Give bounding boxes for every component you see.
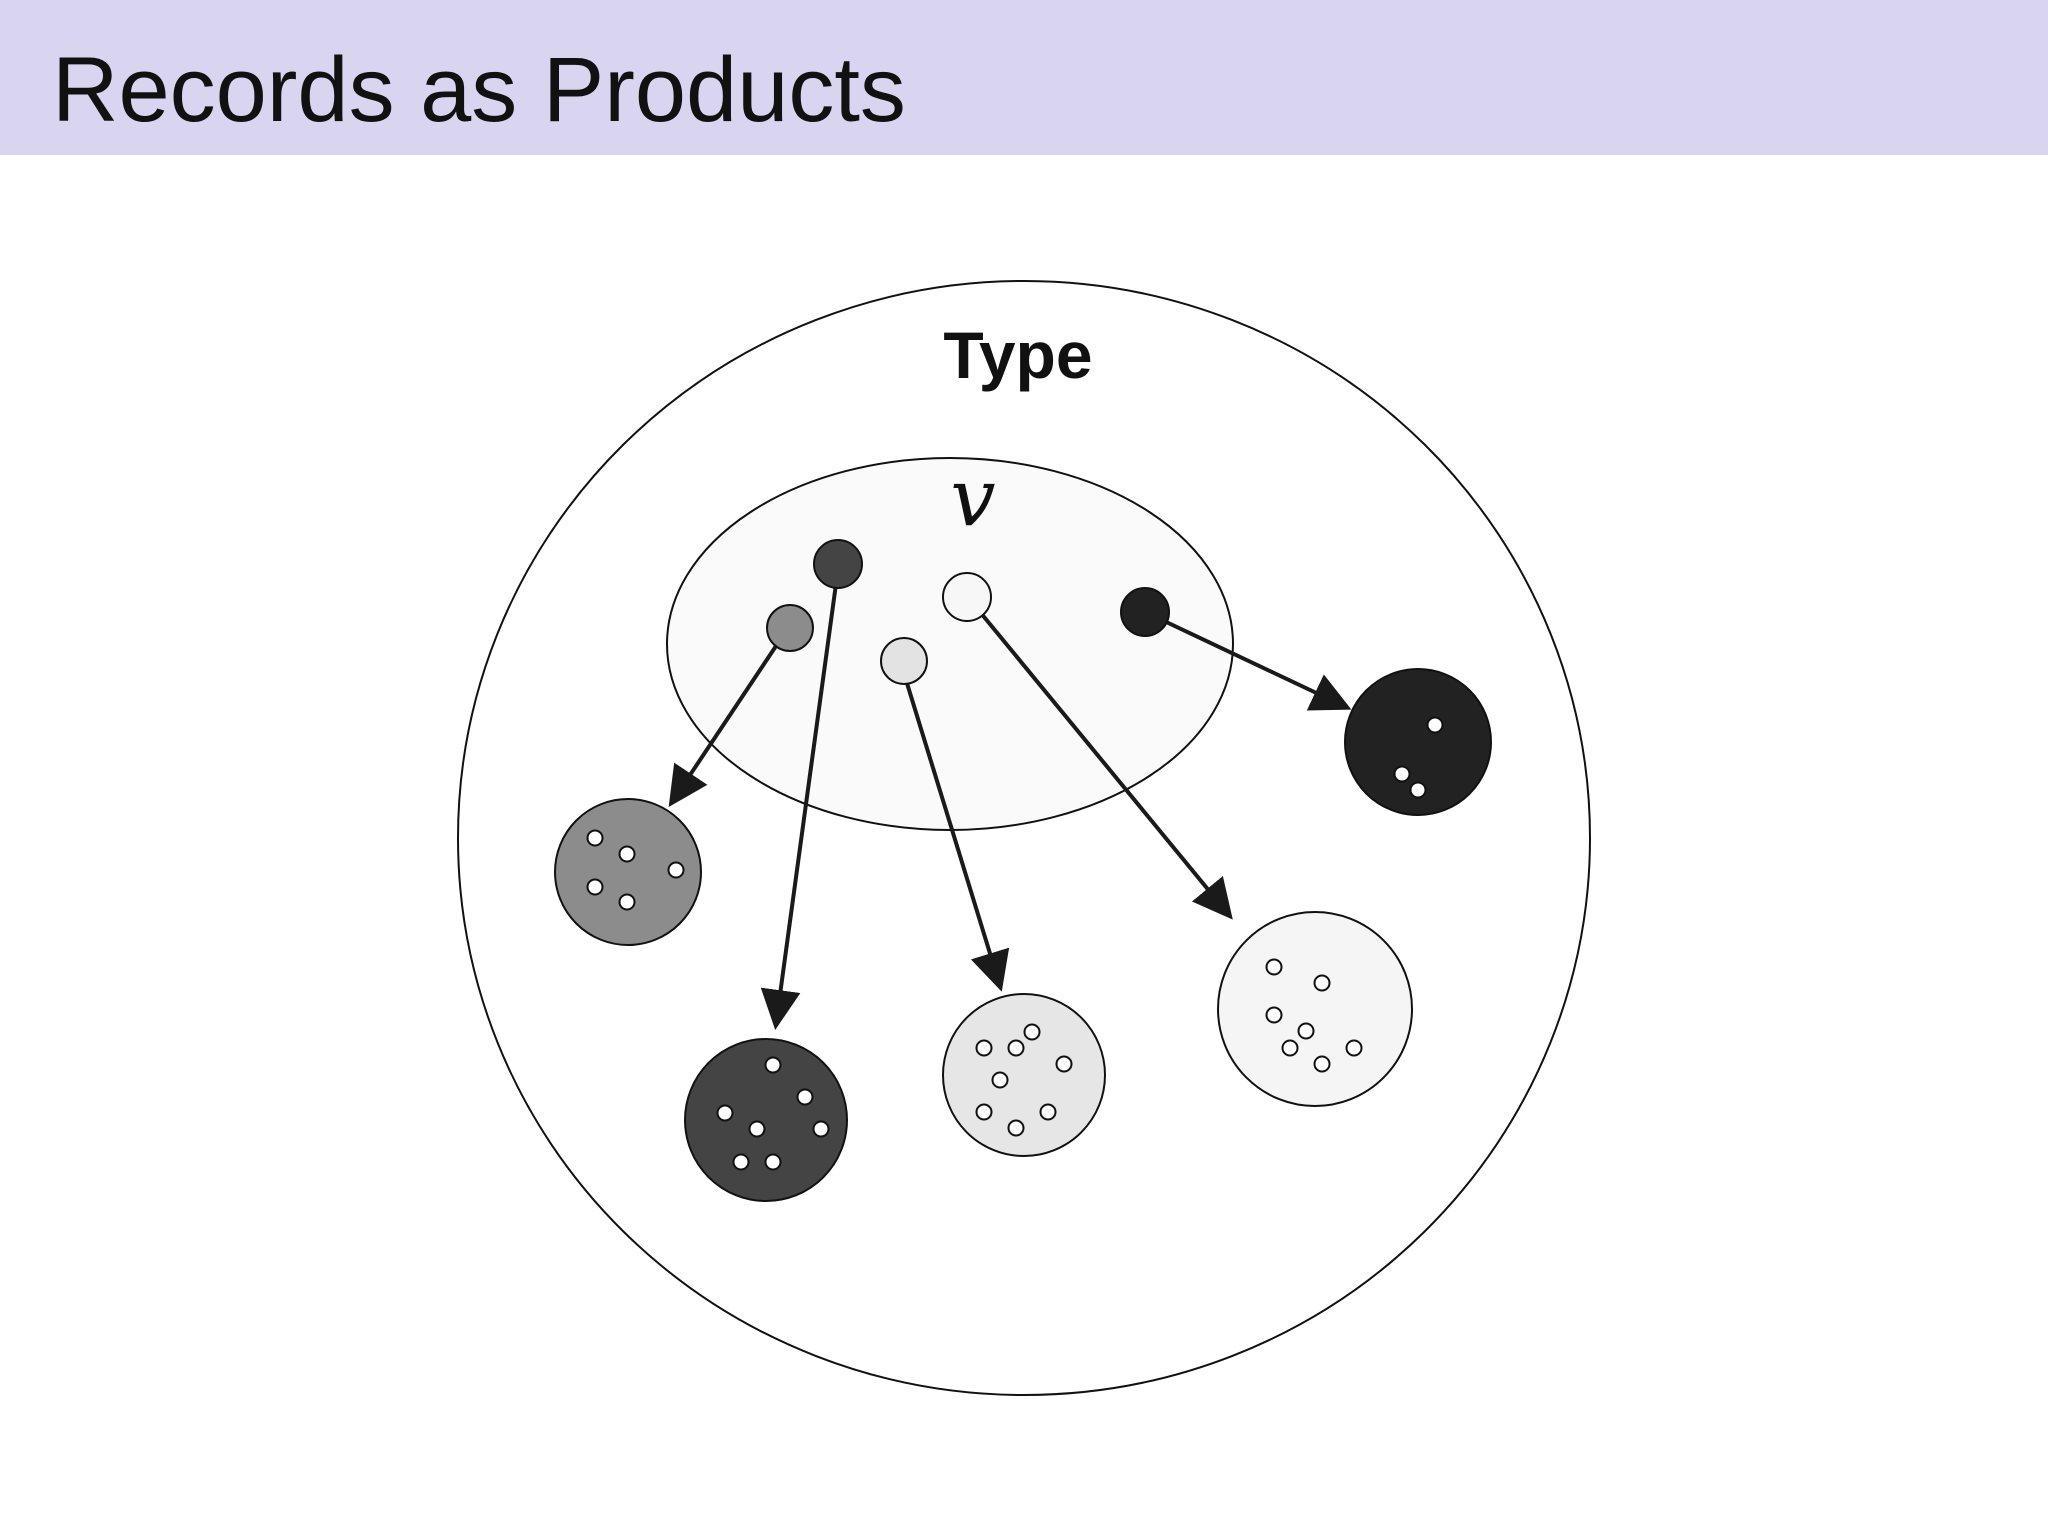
source-elements [766, 539, 1170, 685]
member-dot [1426, 716, 1444, 734]
arrow-light-gray [904, 679, 1010, 992]
target-circle [684, 1038, 848, 1202]
target-set-white [1217, 911, 1413, 1107]
mapping-arrows [668, 583, 1352, 1030]
title-bar: Records as Products [0, 0, 2048, 155]
member-dot [991, 1071, 1009, 1089]
member-dot [1313, 974, 1331, 992]
member-dot [1007, 1039, 1025, 1057]
member-dot [618, 893, 636, 911]
member-dot [975, 1103, 993, 1121]
member-dot [796, 1088, 814, 1106]
member-dot [1313, 1055, 1331, 1073]
member-dot [764, 1056, 782, 1074]
target-set-black [1344, 668, 1492, 816]
member-dot [586, 878, 604, 896]
member-dot [586, 829, 604, 847]
member-dot [1297, 1022, 1315, 1040]
target-set-medium-gray [554, 798, 702, 946]
target-circle [942, 993, 1106, 1157]
slide-title: Records as Products [52, 39, 906, 141]
target-set-dark-gray [684, 1038, 848, 1202]
member-dot [618, 845, 636, 863]
arrow-white [978, 610, 1233, 920]
member-dot [1039, 1103, 1057, 1121]
member-dot [975, 1039, 993, 1057]
target-circle [1217, 911, 1413, 1107]
target-set-light-gray [942, 993, 1106, 1157]
member-dot [1023, 1023, 1041, 1041]
element-black [1120, 587, 1170, 637]
member-dot [732, 1153, 750, 1171]
member-dot [1409, 781, 1427, 799]
target-circle [1344, 668, 1492, 816]
arrow-medium-gray [668, 638, 782, 807]
member-dot [1265, 1006, 1283, 1024]
element-white [942, 572, 992, 622]
element-dark-gray [813, 539, 863, 589]
member-dot [1393, 765, 1411, 783]
member-dot [1007, 1119, 1025, 1137]
type-label: Type [943, 318, 1092, 392]
member-dot [812, 1120, 830, 1138]
element-light-gray [880, 637, 928, 685]
arrow-black [1161, 618, 1352, 711]
member-dot [667, 861, 685, 879]
member-dot [748, 1120, 766, 1138]
member-dot [1281, 1039, 1299, 1057]
element-medium-gray [766, 604, 814, 652]
member-dot [1055, 1055, 1073, 1073]
member-dot [716, 1104, 734, 1122]
member-dot [764, 1153, 782, 1171]
member-dot [1265, 958, 1283, 976]
arrow-dark-gray [760, 583, 838, 1030]
member-dot [1345, 1039, 1363, 1057]
v-label: v [950, 451, 995, 544]
